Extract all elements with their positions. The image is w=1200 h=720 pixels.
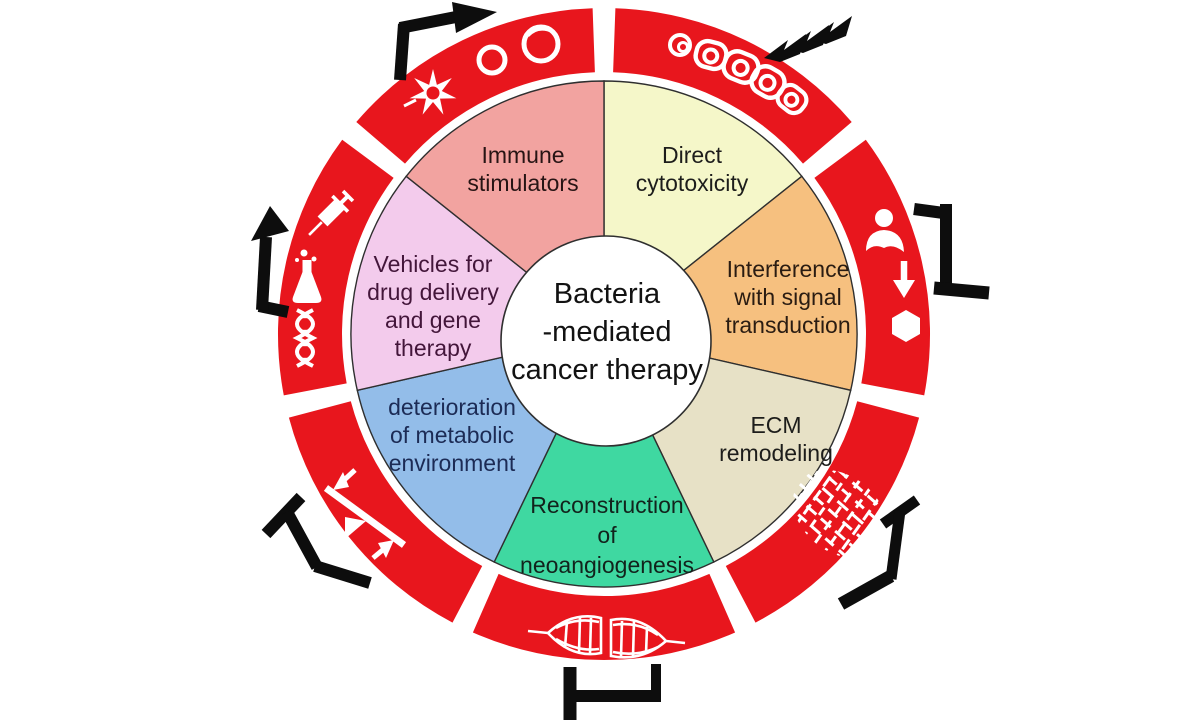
label-vehicles: Vehicles for drug delivery and gene ther… [367,251,499,361]
label-line: stimulators [467,170,578,196]
center-title-line: -mediated [543,316,672,348]
inhibition-symbol-bottom [563,664,661,720]
label-line: of metabolic [390,422,514,448]
immune-cells-icon [476,24,561,76]
label-line: of [597,522,617,548]
down-arrow-icon [893,261,915,298]
label-line: and gene [385,307,481,333]
inhibition-symbol-right [913,203,990,300]
label-line: Reconstruction [530,492,683,518]
drug-hexagon-icon [892,310,920,342]
label-line: Direct [662,142,723,168]
stimulation-arrow-left [251,206,290,318]
label-immune: Immune stimulators [467,142,578,196]
label-reconstruction: Reconstruction of neoangiogenesis [520,492,694,578]
label-line: remodeling [719,440,833,466]
label-line: Immune [481,142,564,168]
label-line: neoangiogenesis [520,552,694,578]
label-line: therapy [395,335,472,361]
sector-labels: Direct cytotoxicity Interference with si… [367,142,851,578]
label-line: Interference [727,256,850,282]
ring-segment-direct-cytotoxicity [613,8,852,164]
ligand-receptor-icon [866,209,904,252]
ring-segment-immune [356,8,595,164]
ring-segment-reconstruction [472,573,736,661]
label-line: drug delivery [367,279,499,305]
center-circle [500,235,712,447]
label-line: cytotoxicity [636,170,749,196]
label-line: transduction [725,312,850,338]
membrane-transport-icon [323,468,407,560]
label-line: with signal [733,284,841,310]
inhibition-symbol-bottom-left [261,492,372,589]
ring-segment-deterioration [288,401,483,623]
label-line: Vehicles for [374,251,493,277]
lightning-attack-icon [764,16,852,62]
dendritic-cell-icon [403,69,457,115]
label-ecm: ECM remodeling [719,412,833,466]
label-deterioration: deterioration of metabolic environment [388,394,516,476]
inhibition-symbol-bottom-right [837,495,921,610]
neovasculature-icon [527,615,686,659]
label-interference: Interference with signal transduction [725,256,850,338]
tumor-cell-chain-icon [668,33,809,116]
center-title-line: cancer therapy [511,354,703,386]
flask-icon [292,249,322,303]
syringe-icon [308,189,355,236]
center-title-line: Bacteria [554,278,661,310]
label-direct-cytotoxicity: Direct cytotoxicity [636,142,749,196]
label-line: environment [389,450,516,476]
stimulation-arrow-top-left [394,2,497,81]
label-line: ECM [750,412,801,438]
center-title: Bacteria -mediated cancer therapy [511,278,703,386]
label-line: deterioration [388,394,516,420]
dna-helix-icon [294,308,316,368]
sector-reconstruction [493,332,715,588]
